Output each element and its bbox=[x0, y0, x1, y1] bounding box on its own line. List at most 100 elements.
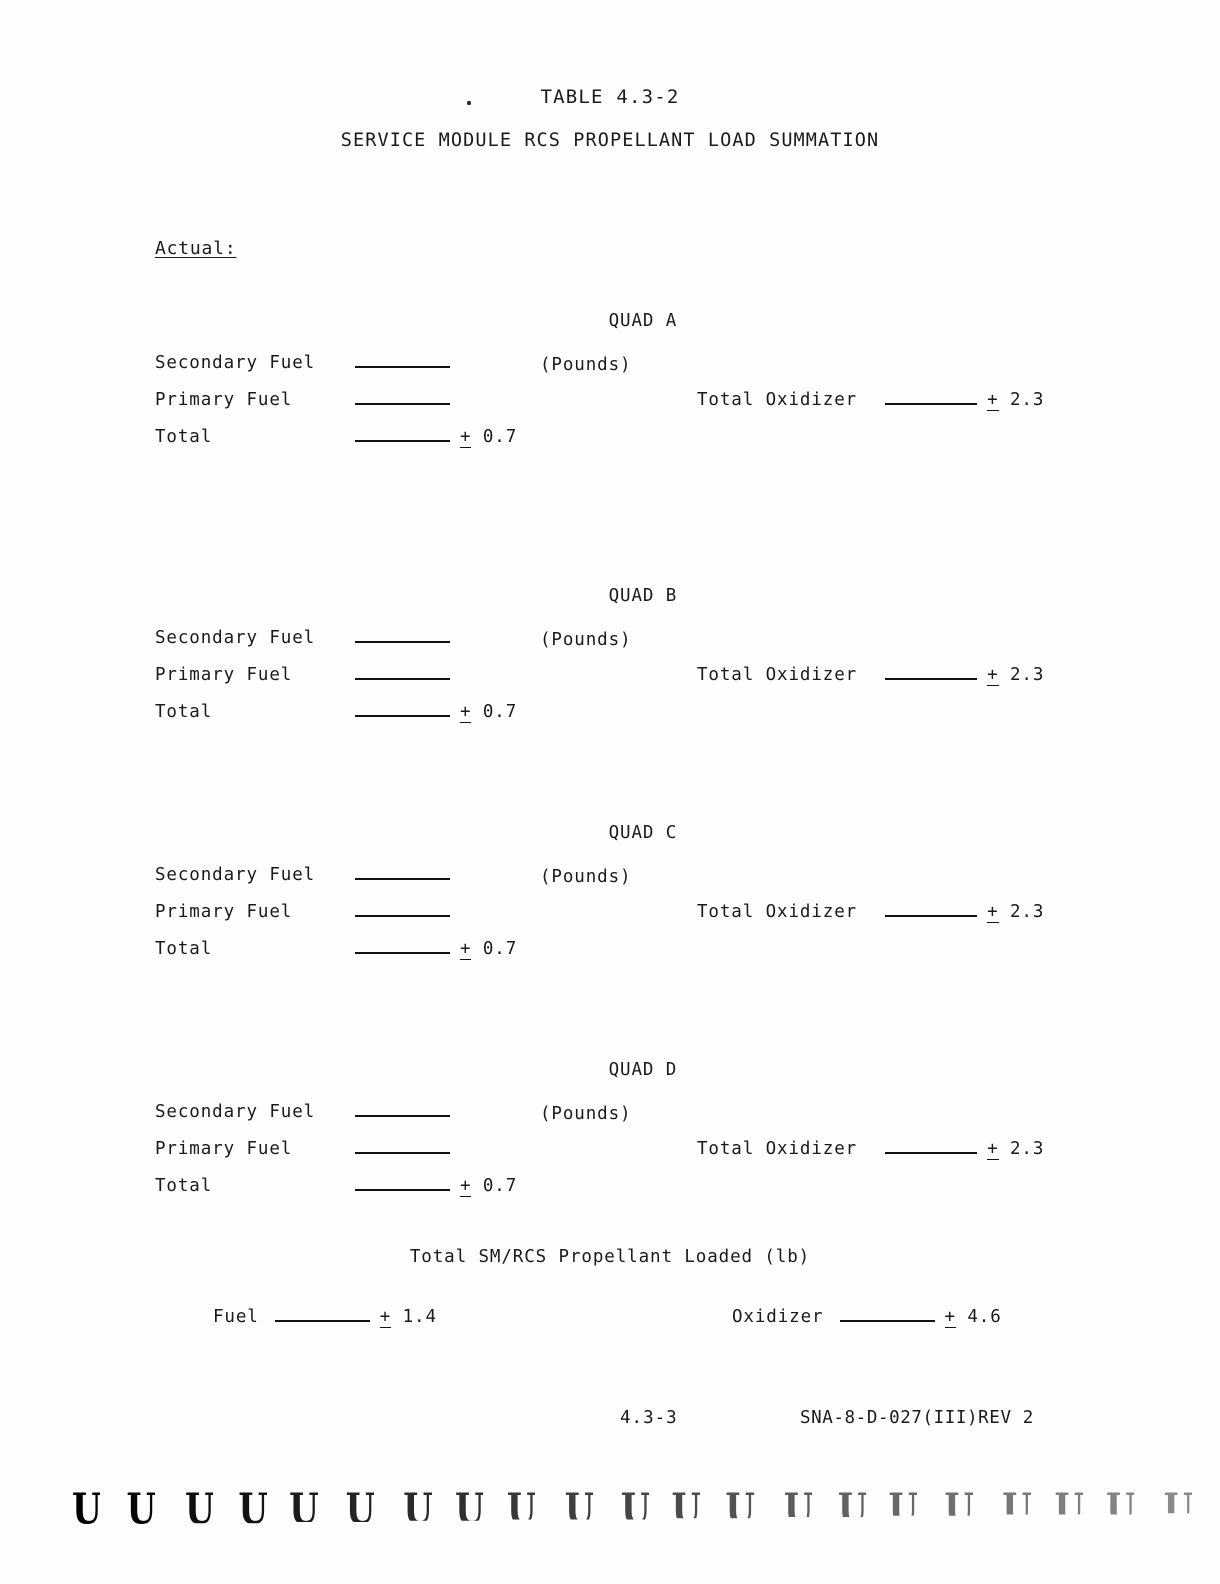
blank-oxidizer-c[interactable] bbox=[885, 900, 978, 917]
blank-primary-fuel-d[interactable] bbox=[355, 1137, 450, 1154]
scan-edge-glyph: U bbox=[838, 1492, 866, 1517]
scan-edge-glyph: U bbox=[1054, 1492, 1082, 1514]
blank-total-b[interactable] bbox=[355, 700, 450, 717]
tolerance-value-oxidizer-b: 2.3 bbox=[1009, 665, 1045, 685]
section-label-actual: Actual: bbox=[155, 238, 237, 259]
scan-edge-glyph: U bbox=[888, 1492, 916, 1516]
quad-unit-b: (Pounds) bbox=[540, 630, 632, 650]
tolerance-total-d: + 0.7 bbox=[460, 1176, 517, 1197]
tolerance-value-total-d: 0.7 bbox=[482, 1176, 518, 1196]
quad-unit-c: (Pounds) bbox=[540, 867, 632, 887]
plus-minus-sign: + bbox=[460, 939, 472, 960]
label-total: Total bbox=[155, 939, 213, 959]
plus-minus-sign: + bbox=[944, 1307, 956, 1328]
blank-total-d[interactable] bbox=[355, 1174, 450, 1191]
row-total-d: Total + 0.7 bbox=[155, 1174, 517, 1211]
row-secondary-fuel-b: Secondary Fuel bbox=[155, 626, 517, 663]
label-primary-fuel: Primary Fuel bbox=[155, 1139, 293, 1159]
plus-minus-sign: + bbox=[987, 1139, 999, 1160]
quad-header-d: QUAD D (Pounds) bbox=[540, 1037, 677, 1169]
tolerance-value-total-b: 0.7 bbox=[482, 702, 518, 722]
scan-edge-artifact-strip: UUUUUUUUUUUUUUUUUUUUU bbox=[0, 1492, 1220, 1552]
label-primary-fuel: Primary Fuel bbox=[155, 390, 293, 410]
totals-fuel-row: Fuel+ 1.4 bbox=[213, 1305, 437, 1328]
blank-oxidizer-b[interactable] bbox=[885, 663, 978, 680]
quad-header-a: QUAD A (Pounds) bbox=[540, 288, 677, 420]
row-total-b: Total + 0.7 bbox=[155, 700, 517, 737]
fuel-rows-a: Secondary Fuel Primary Fuel Total + 0.7 bbox=[155, 351, 517, 462]
scan-edge-glyph: U bbox=[345, 1492, 375, 1522]
tolerance-value-total-fuel: 1.4 bbox=[402, 1307, 437, 1327]
tolerance-total-fuel: + 1.4 bbox=[379, 1307, 437, 1328]
scan-edge-glyph: U bbox=[671, 1492, 700, 1519]
scan-edge-glyph: U bbox=[126, 1492, 155, 1524]
blank-total-oxidizer[interactable] bbox=[839, 1305, 935, 1322]
blank-total-a[interactable] bbox=[355, 425, 450, 442]
blank-total-c[interactable] bbox=[355, 937, 450, 954]
label-total: Total bbox=[155, 427, 213, 447]
tolerance-value-oxidizer-a: 2.3 bbox=[1009, 390, 1045, 410]
label-total: Total bbox=[155, 702, 213, 722]
scan-edge-glyph: U bbox=[506, 1492, 536, 1520]
tolerance-value-total-oxidizer: 4.6 bbox=[967, 1307, 1002, 1327]
tolerance-oxidizer-a: + 2.3 bbox=[987, 390, 1044, 411]
quad-unit-a: (Pounds) bbox=[540, 355, 632, 375]
plus-minus-sign: + bbox=[987, 665, 999, 686]
document-id: SNA-8-D-027(III)REV 2 bbox=[800, 1408, 1034, 1428]
scan-edge-glyph: U bbox=[184, 1492, 214, 1524]
label-primary-fuel: Primary Fuel bbox=[155, 902, 293, 922]
label-secondary-fuel: Secondary Fuel bbox=[155, 865, 316, 885]
plus-minus-sign: + bbox=[460, 702, 472, 723]
scan-edge-glyph: U bbox=[1164, 1492, 1192, 1513]
blank-primary-fuel-a[interactable] bbox=[355, 388, 450, 405]
scan-edge-glyph: U bbox=[289, 1492, 318, 1523]
tolerance-oxidizer-b: + 2.3 bbox=[987, 665, 1044, 686]
blank-oxidizer-a[interactable] bbox=[885, 388, 978, 405]
quad-name-b: QUAD B bbox=[608, 586, 678, 606]
quad-name-d: QUAD D bbox=[608, 1060, 678, 1080]
row-total-oxidizer-b: Total Oxidizer+ 2.3 bbox=[697, 663, 1044, 686]
fuel-rows-c: Secondary Fuel Primary Fuel Total+ 0.7 bbox=[155, 863, 517, 974]
scan-edge-glyph: U bbox=[72, 1492, 101, 1525]
row-primary-fuel-b: Primary Fuel bbox=[155, 663, 517, 700]
row-secondary-fuel-d: Secondary Fuel bbox=[155, 1100, 517, 1137]
scan-edge-glyph: U bbox=[620, 1492, 650, 1519]
tolerance-total-b: + 0.7 bbox=[460, 702, 517, 723]
label-primary-fuel: Primary Fuel bbox=[155, 665, 293, 685]
blank-secondary-fuel-b[interactable] bbox=[355, 626, 450, 643]
quad-unit-d: (Pounds) bbox=[540, 1104, 632, 1124]
label-secondary-fuel: Secondary Fuel bbox=[155, 353, 316, 373]
row-total-oxidizer-c: Total Oxidizer+ 2.3 bbox=[697, 900, 1044, 923]
tolerance-total-a: + 0.7 bbox=[460, 427, 517, 448]
blank-secondary-fuel-c[interactable] bbox=[355, 863, 450, 880]
fuel-rows-d: Secondary Fuel Primary Fuel Total + 0.7 bbox=[155, 1100, 517, 1211]
blank-total-fuel[interactable] bbox=[274, 1305, 370, 1322]
label-total-oxidizer: Total Oxidizer bbox=[697, 1139, 858, 1159]
totals-oxidizer-row: Oxidizer+ 4.6 bbox=[732, 1305, 1002, 1328]
blank-secondary-fuel-d[interactable] bbox=[355, 1100, 450, 1117]
plus-minus-sign: + bbox=[987, 390, 999, 411]
blank-oxidizer-d[interactable] bbox=[885, 1137, 978, 1154]
row-total-oxidizer-a: Total Oxidizer + 2.3 bbox=[697, 388, 1044, 411]
quad-header-c: QUAD C (Pounds) bbox=[540, 800, 677, 932]
label-total-oxidizer: Total Oxidizer bbox=[697, 902, 858, 922]
blank-secondary-fuel-a[interactable] bbox=[355, 351, 450, 368]
blank-primary-fuel-b[interactable] bbox=[355, 663, 450, 680]
row-total-c: Total+ 0.7 bbox=[155, 937, 517, 974]
label-total-oxidizer: Total Oxidizer bbox=[697, 390, 858, 410]
row-total-oxidizer-d: Total Oxidizer + 2.3 bbox=[697, 1137, 1044, 1160]
tolerance-value-oxidizer-d: 2.3 bbox=[1009, 1139, 1045, 1159]
row-primary-fuel-c: Primary Fuel bbox=[155, 900, 517, 937]
scan-edge-glyph: U bbox=[944, 1492, 972, 1515]
label-total: Total bbox=[155, 1176, 213, 1196]
blank-primary-fuel-c[interactable] bbox=[355, 900, 450, 917]
page-number: 4.3-3 bbox=[620, 1408, 678, 1428]
scan-edge-glyph: U bbox=[1002, 1492, 1030, 1515]
row-secondary-fuel-a: Secondary Fuel bbox=[155, 351, 517, 388]
scan-edge-glyph: U bbox=[403, 1492, 432, 1522]
fuel-rows-b: Secondary Fuel Primary Fuel Total + 0.7 bbox=[155, 626, 517, 737]
quad-name-a: QUAD A bbox=[608, 311, 678, 331]
scan-edge-glyph: U bbox=[1106, 1492, 1134, 1514]
tolerance-value-oxidizer-c: 2.3 bbox=[1009, 902, 1045, 922]
